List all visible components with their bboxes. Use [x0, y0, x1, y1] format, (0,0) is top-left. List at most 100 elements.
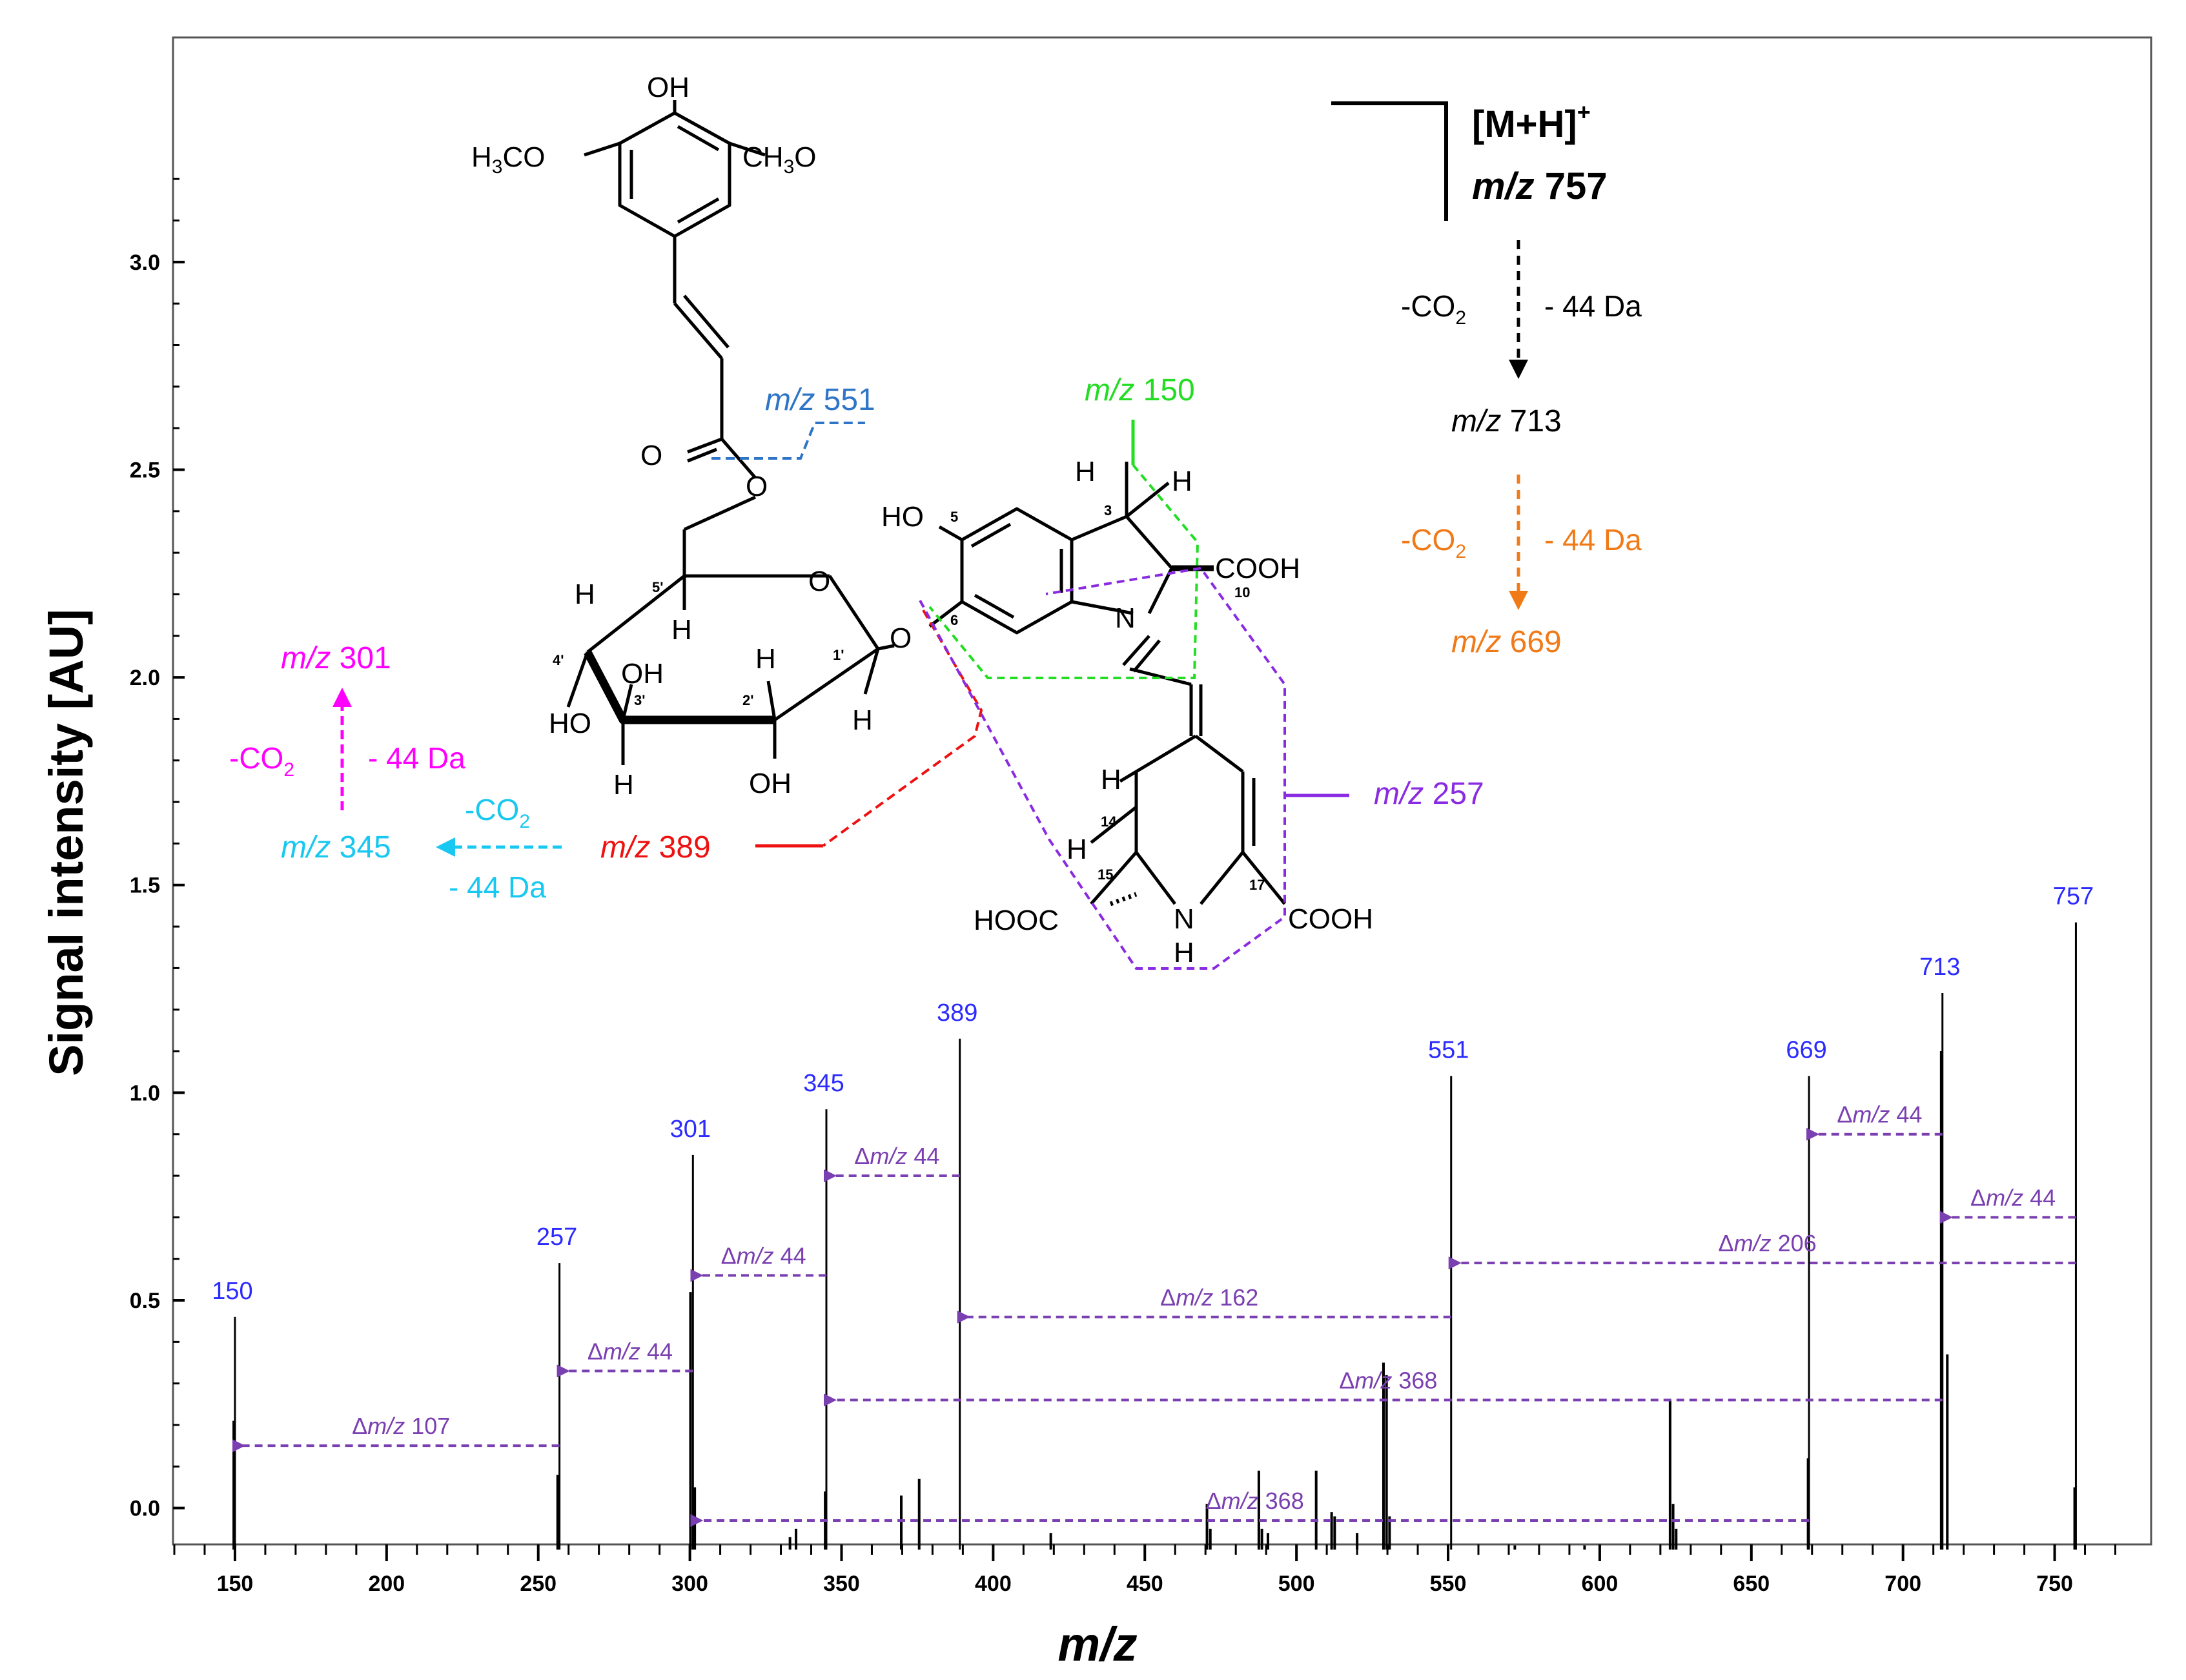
x-tick-label: 550 [1430, 1572, 1467, 1596]
cut-551 [711, 422, 865, 460]
svg-text:HOOC: HOOC [974, 905, 1059, 936]
delta-label: Δm/z 206 [1719, 1230, 1817, 1256]
x-tick-label: 500 [1278, 1572, 1315, 1596]
delta-label: Δm/z 368 [1206, 1488, 1304, 1514]
svg-text:1': 1' [833, 647, 844, 663]
svg-text:17: 17 [1249, 877, 1265, 893]
x-tick-label: 750 [2036, 1572, 2073, 1596]
frag-257-label: m/z 257 [1374, 777, 1484, 811]
y-tick-label: 0.5 [130, 1289, 160, 1313]
co2-loss-2: -CO2 [1401, 523, 1466, 562]
peak-label: 389 [937, 999, 977, 1027]
frag-150-label: m/z 150 [1085, 373, 1195, 407]
svg-text:15: 15 [1098, 866, 1113, 883]
svg-text:H: H [671, 614, 692, 646]
indoline-benzene [960, 507, 1074, 635]
da-loss-cyan: - 44 Da [449, 870, 546, 904]
svg-text:H: H [575, 579, 595, 610]
da-loss-magenta: - 44 Da [368, 741, 465, 775]
y-tick-label: 0.0 [130, 1497, 160, 1521]
frag-389-label: m/z 389 [600, 830, 711, 865]
svg-text:H: H [755, 643, 776, 675]
frag-301-label: m/z 301 [281, 641, 391, 675]
x-tick-label: 400 [975, 1572, 1012, 1596]
x-tick-label: 450 [1127, 1572, 1163, 1596]
co2-loss-magenta: -CO2 [229, 741, 294, 781]
svg-text:COOH: COOH [1288, 903, 1373, 935]
peak-label: 669 [1786, 1037, 1826, 1064]
svg-text:OH: OH [621, 658, 664, 690]
x-tick-label: 350 [823, 1572, 860, 1596]
svg-text:H: H [1174, 937, 1194, 968]
peak-label: 757 [2053, 883, 2094, 910]
delta-label: Δm/z 44 [587, 1338, 673, 1364]
x-tick-label: 150 [217, 1572, 254, 1596]
minor-peaks [232, 1051, 2076, 1550]
peak-label: 713 [1919, 954, 1960, 981]
parent-mz-label: m/z 757 [1472, 165, 1608, 207]
da-loss-1: - 44 Da [1544, 289, 1642, 323]
y-tick-label: 2.5 [130, 458, 160, 482]
delta-label: Δm/z 162 [1160, 1284, 1258, 1311]
svg-text:6: 6 [950, 612, 958, 628]
svg-text:14: 14 [1101, 814, 1117, 830]
delta-label: Δm/z 44 [721, 1242, 806, 1269]
svg-text:H: H [852, 704, 873, 736]
svg-text:OH: OH [749, 768, 792, 799]
parent-bracket [1331, 101, 1448, 221]
fragment-labels: m/z 551 m/z 150 m/z 389 m/z 257 m/z 345 … [229, 373, 1484, 904]
co2-loss-1: -CO2 [1401, 289, 1466, 329]
delta-label: Δm/z 368 [1339, 1367, 1437, 1393]
svg-text:4': 4' [553, 652, 564, 668]
parent-ion-label: [M+H]+ [1472, 99, 1591, 145]
y-tick-label: 1.5 [130, 874, 160, 898]
x-tick-label: 250 [520, 1572, 557, 1596]
delta-label: Δm/z 44 [854, 1143, 939, 1169]
svg-text:H: H [1101, 764, 1121, 795]
x-tick-label: 300 [671, 1572, 708, 1596]
cut-150 [928, 464, 1200, 679]
y-axis: 0.00.51.01.52.02.53.0 [130, 178, 185, 1521]
svg-text:H: H [1172, 466, 1192, 497]
svg-text:OH: OH [647, 72, 690, 103]
peak-label: 150 [212, 1278, 252, 1305]
svg-text:5: 5 [950, 509, 958, 525]
svg-text:2': 2' [742, 692, 753, 708]
svg-text:O: O [808, 566, 830, 597]
y-tick-label: 1.0 [130, 1081, 160, 1105]
svg-text:O: O [746, 471, 768, 502]
structure-labels: OH H3CO CH3O O O O O H H 5' 4' 3' 2' 1' … [471, 72, 1373, 968]
svg-text:O: O [890, 622, 912, 654]
svg-text:10: 10 [1234, 584, 1250, 600]
x-tick-label: 200 [368, 1572, 405, 1596]
svg-text:5': 5' [652, 579, 663, 595]
benzene-ring-top [618, 111, 731, 238]
svg-text:3: 3 [1104, 502, 1112, 518]
frag-551-label: m/z 551 [765, 383, 875, 417]
svg-text:CH3O: CH3O [742, 141, 816, 178]
svg-text:HO: HO [881, 501, 924, 533]
svg-text:H: H [1075, 456, 1096, 487]
delta-label: Δm/z 107 [352, 1413, 450, 1439]
x-axis-title: m/z [1057, 1617, 1137, 1671]
svg-text:3': 3' [634, 692, 645, 708]
y-axis-title: Signal intensity [AU] [39, 609, 93, 1076]
svg-text:HO: HO [549, 708, 591, 739]
da-loss-2: - 44 Da [1544, 523, 1642, 557]
x-tick-label: 600 [1582, 1572, 1619, 1596]
peak-label: 301 [670, 1116, 711, 1143]
y-tick-label: 3.0 [130, 251, 160, 275]
fragmentation-scheme: [M+H]+ m/z 757 -CO2 - 44 Da m/z 713 -CO2… [1331, 99, 1642, 659]
fragment-cuts [711, 420, 1349, 970]
svg-text:O: O [640, 440, 662, 471]
peak-label: 551 [1428, 1037, 1469, 1064]
svg-text:N: N [1174, 903, 1194, 935]
svg-text:H: H [613, 769, 634, 801]
x-tick-label: 650 [1733, 1572, 1770, 1596]
delta-label: Δm/z 44 [1837, 1101, 1922, 1128]
mz-713-scheme: m/z 713 [1451, 404, 1562, 438]
frag-345-label: m/z 345 [281, 830, 391, 865]
